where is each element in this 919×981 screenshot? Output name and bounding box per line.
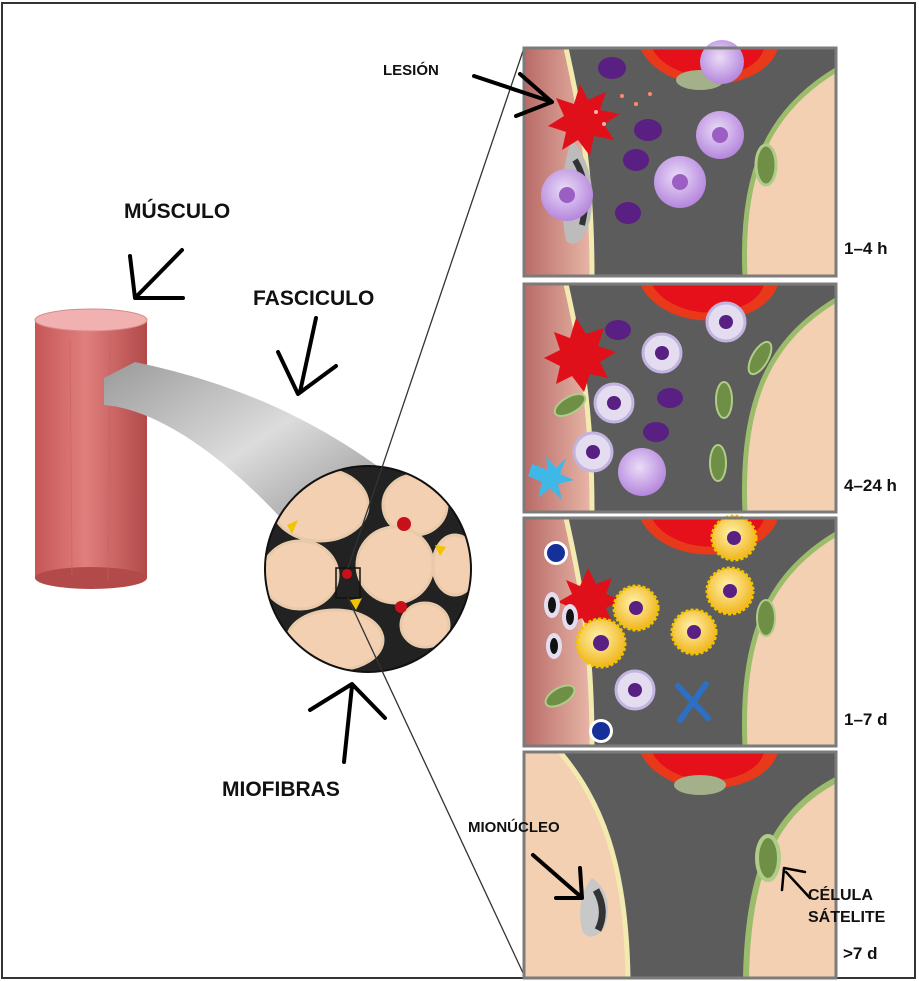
muscle-cylinder: [35, 309, 147, 589]
label-celula-line2: SÁTELITE: [808, 907, 885, 929]
fascicle-cross-section: [262, 465, 477, 673]
label-musculo: MÚSCULO: [124, 200, 230, 224]
time-label-4: >7 d: [843, 944, 878, 964]
label-fasciculo: FASCICULO: [253, 287, 374, 311]
panel-4-24h: [524, 284, 836, 512]
panel-1-7d: [524, 516, 836, 746]
arrow-miofibras: [310, 684, 385, 762]
zoom-line-bottom: [348, 598, 524, 975]
arrow-fasciculo: [278, 318, 336, 394]
time-label-3: 1–7 d: [844, 710, 887, 730]
panel-1-4h: [524, 40, 836, 276]
time-label-1: 1–4 h: [844, 239, 887, 259]
time-label-2: 4–24 h: [844, 476, 897, 496]
label-celula-satelite: CÉLULA SÁTELITE: [808, 885, 885, 929]
panel-over-7d: [524, 752, 836, 978]
zoom-line-top: [348, 48, 524, 568]
arrow-musculo: [130, 250, 183, 298]
label-miofibras: MIOFIBRAS: [222, 778, 340, 802]
label-mionucleo: MIONÚCLEO: [468, 819, 560, 836]
label-lesion: LESIÓN: [383, 62, 439, 79]
label-celula-line1: CÉLULA: [808, 885, 885, 907]
